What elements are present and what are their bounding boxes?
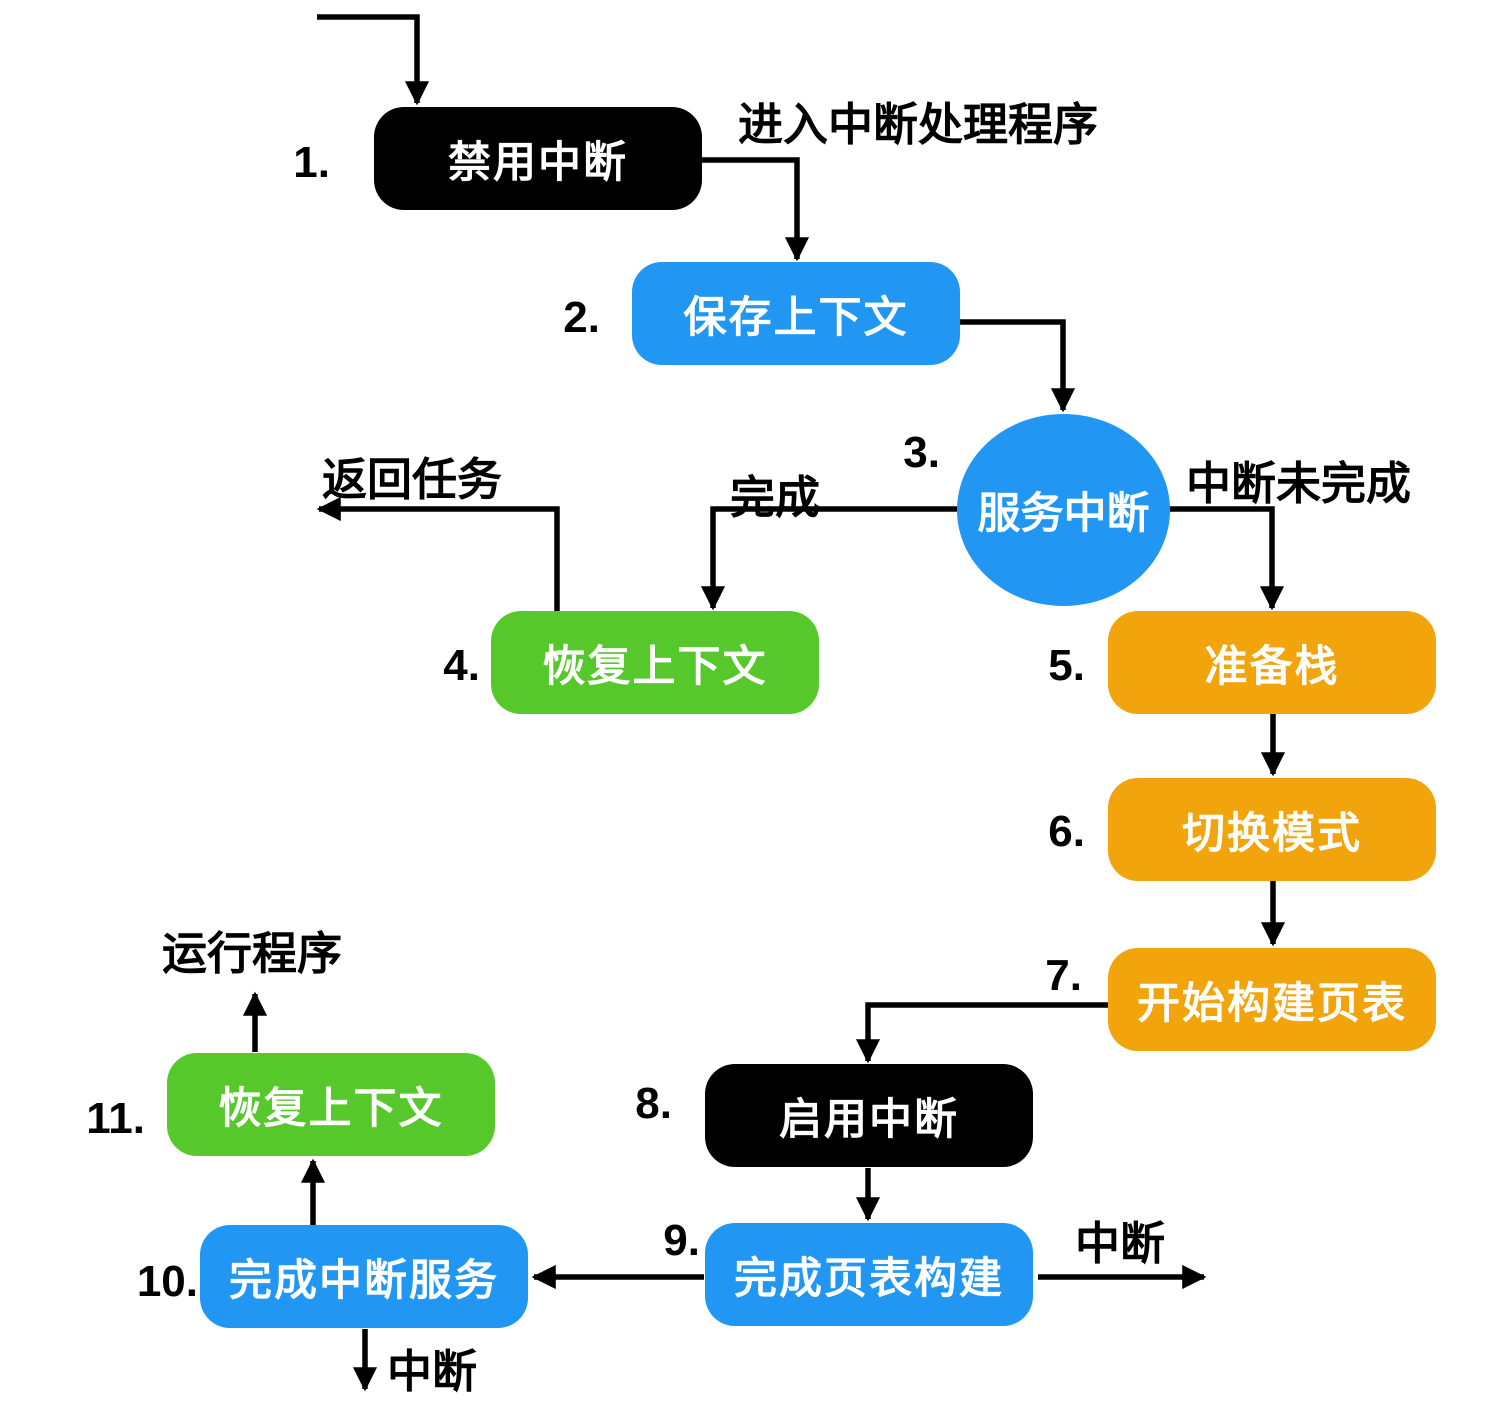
annotation-interrupt-right: 中断	[1075, 1218, 1166, 1269]
step-number-11: 11.	[86, 1094, 145, 1143]
annotation-run-program: 运行程序	[162, 928, 343, 979]
annotation-interrupt-not-done: 中断未完成	[1186, 458, 1412, 509]
edge-start-to-1	[317, 14, 430, 106]
node-finish-page-table: 完成页表构建	[705, 1223, 1033, 1326]
annotation-interrupt-bottom: 中断	[387, 1346, 478, 1397]
annotation-return-task: 返回任务	[322, 454, 503, 505]
edge-1-to-2	[700, 157, 810, 262]
node-start-build-page-table: 开始构建页表	[1108, 948, 1436, 1051]
step-number-7: 7.	[1045, 951, 1082, 1000]
node-disable-interrupts: 禁用中断	[374, 107, 702, 210]
step-number-2: 2.	[563, 293, 600, 342]
step-number-1: 1.	[293, 138, 330, 187]
node-enable-interrupts: 启用中断	[705, 1064, 1033, 1167]
step-number-5: 5.	[1048, 641, 1085, 690]
edge-4-return-task	[316, 496, 560, 611]
node-finish-interrupt-service: 完成中断服务	[200, 1225, 528, 1328]
node-prepare-stack: 准备栈	[1108, 611, 1436, 714]
step-number-3: 3.	[903, 428, 940, 477]
edge-3-to-5-not-done	[1169, 506, 1285, 611]
step-number-9: 9.	[663, 1216, 700, 1265]
annotation-enter-interrupt-handler: 进入中断处理程序	[738, 99, 1099, 150]
step-number-10: 10.	[136, 1257, 198, 1306]
edge-2-to-3	[960, 319, 1076, 413]
step-number-8: 8.	[635, 1079, 672, 1128]
node-restore-context-2: 恢复上下文	[167, 1053, 495, 1156]
step-number-6: 6.	[1048, 807, 1085, 856]
step-number-4: 4.	[443, 641, 480, 690]
node-restore-context: 恢复上下文	[491, 611, 819, 714]
node-switch-mode: 切换模式	[1108, 778, 1436, 881]
edge-7-to-8	[855, 1002, 1108, 1064]
annotation-done: 完成	[730, 472, 821, 523]
node-save-context: 保存上下文	[632, 262, 960, 365]
node-service-interrupt: 服务中断	[957, 414, 1170, 606]
edge-3-to-4-done	[700, 506, 957, 611]
